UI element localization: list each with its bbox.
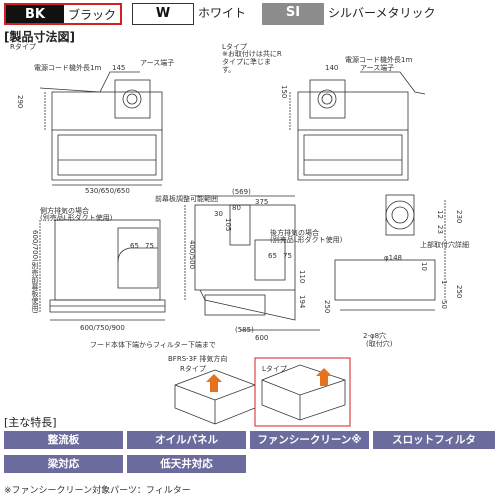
l-type-note: ※お取付けは共にRタイプに準じます。 bbox=[222, 50, 282, 74]
dim-75-mid: 75 bbox=[283, 252, 292, 260]
dim-10: 10 bbox=[420, 262, 428, 271]
dim-569: (569) bbox=[232, 188, 251, 196]
back-duct-label: (別売品L形ダクト使用) bbox=[270, 236, 343, 244]
dim-194: 194 bbox=[298, 295, 306, 309]
dim-width-top: 530/650/650 bbox=[85, 187, 130, 195]
dim-1: 1 bbox=[440, 280, 448, 285]
dim-290: 290 bbox=[16, 95, 24, 109]
features-title: [主な特長] bbox=[4, 416, 57, 429]
dim-230: 230 bbox=[455, 210, 463, 224]
feature-item: オイルパネル bbox=[127, 431, 246, 449]
hood-note: フード本体下端からフィルター下端まで bbox=[90, 341, 216, 349]
dim-145: 145 bbox=[112, 64, 126, 72]
dimensions-title: [製品寸法図] bbox=[4, 30, 75, 44]
power-cord-l-label: 電源コード機外長1m bbox=[345, 56, 413, 64]
feature-item: 梁対応 bbox=[4, 455, 123, 473]
bfrs-label: BFRS-3F 排気方向 bbox=[168, 355, 228, 363]
mount-hole-sub: (取付穴) bbox=[366, 340, 393, 348]
dim-375: 375 bbox=[255, 198, 269, 206]
dim-75-left: 75 bbox=[145, 242, 154, 250]
dim-30: 30 bbox=[214, 210, 223, 218]
dim-65-mid: 65 bbox=[268, 252, 277, 260]
dim-12: 12 bbox=[436, 210, 444, 219]
dim-250b: 250 bbox=[323, 300, 331, 314]
dim-600: 600 bbox=[255, 334, 269, 342]
dim-65-left: 65 bbox=[130, 242, 139, 250]
r-type-label: Rタイプ bbox=[10, 43, 36, 51]
color-name-si: シルバーメタリック bbox=[328, 6, 436, 20]
color-chip-bk: BK ブラック bbox=[4, 3, 122, 25]
earth-l-label: アース端子 bbox=[360, 64, 395, 72]
earth-r-label: アース端子 bbox=[140, 59, 175, 67]
side-duct-label: (別売品L形ダクト使用) bbox=[40, 214, 113, 222]
dim-140: 140 bbox=[325, 64, 339, 72]
feature-item: 低天井対応 bbox=[127, 455, 246, 473]
mount-hole-label: 2-φ8穴 bbox=[363, 332, 387, 340]
dim-105: 105 bbox=[224, 218, 232, 232]
front-adjust-label: 前幕板調整可能範囲 bbox=[155, 195, 218, 203]
dim-50: 50 bbox=[440, 300, 448, 309]
color-code-si: SI bbox=[262, 3, 324, 25]
color-name-w: ホワイト bbox=[198, 6, 247, 20]
dim-585: (585) bbox=[235, 326, 254, 334]
feature-item: スロットフィルタ bbox=[373, 431, 495, 449]
dim-width-bottom: 600/750/900 bbox=[80, 324, 125, 332]
color-code-w: W bbox=[132, 3, 194, 25]
dim-height-left: 600/700(別売前幕板使用) bbox=[31, 230, 39, 314]
dim-400-500: 400/500 bbox=[188, 240, 196, 270]
dim-148: φ148 bbox=[384, 254, 402, 262]
feature-item: ファンシークリーン※ bbox=[250, 431, 369, 449]
feature-item: 整流板 bbox=[4, 431, 123, 449]
r-small-label: Rタイプ bbox=[180, 365, 206, 373]
dim-80: 80 bbox=[232, 204, 241, 212]
footnote: ※ファンシークリーン対象パーツ：フィルター bbox=[4, 486, 191, 496]
side-exhaust-label: 側方排気の場合 bbox=[40, 207, 89, 215]
dim-23: 23 bbox=[436, 225, 444, 234]
dim-250: 250 bbox=[455, 285, 463, 299]
color-chip-si: SI シルバーメタリック bbox=[262, 3, 498, 25]
color-code-bk: BK bbox=[6, 5, 64, 23]
power-cord-r-label: 電源コード機外長1m bbox=[34, 64, 102, 72]
color-chip-w: W ホワイト bbox=[132, 3, 258, 25]
l-small-label: Lタイプ bbox=[262, 365, 287, 373]
color-name-bk: ブラック bbox=[68, 8, 117, 22]
back-exhaust-label: 後方排気の場合 bbox=[270, 229, 319, 237]
dim-150: 150 bbox=[280, 85, 288, 99]
l-type-label: Lタイプ bbox=[222, 43, 247, 51]
dim-110: 110 bbox=[298, 270, 306, 284]
top-mount-label: 上部取付穴詳細 bbox=[420, 241, 469, 249]
